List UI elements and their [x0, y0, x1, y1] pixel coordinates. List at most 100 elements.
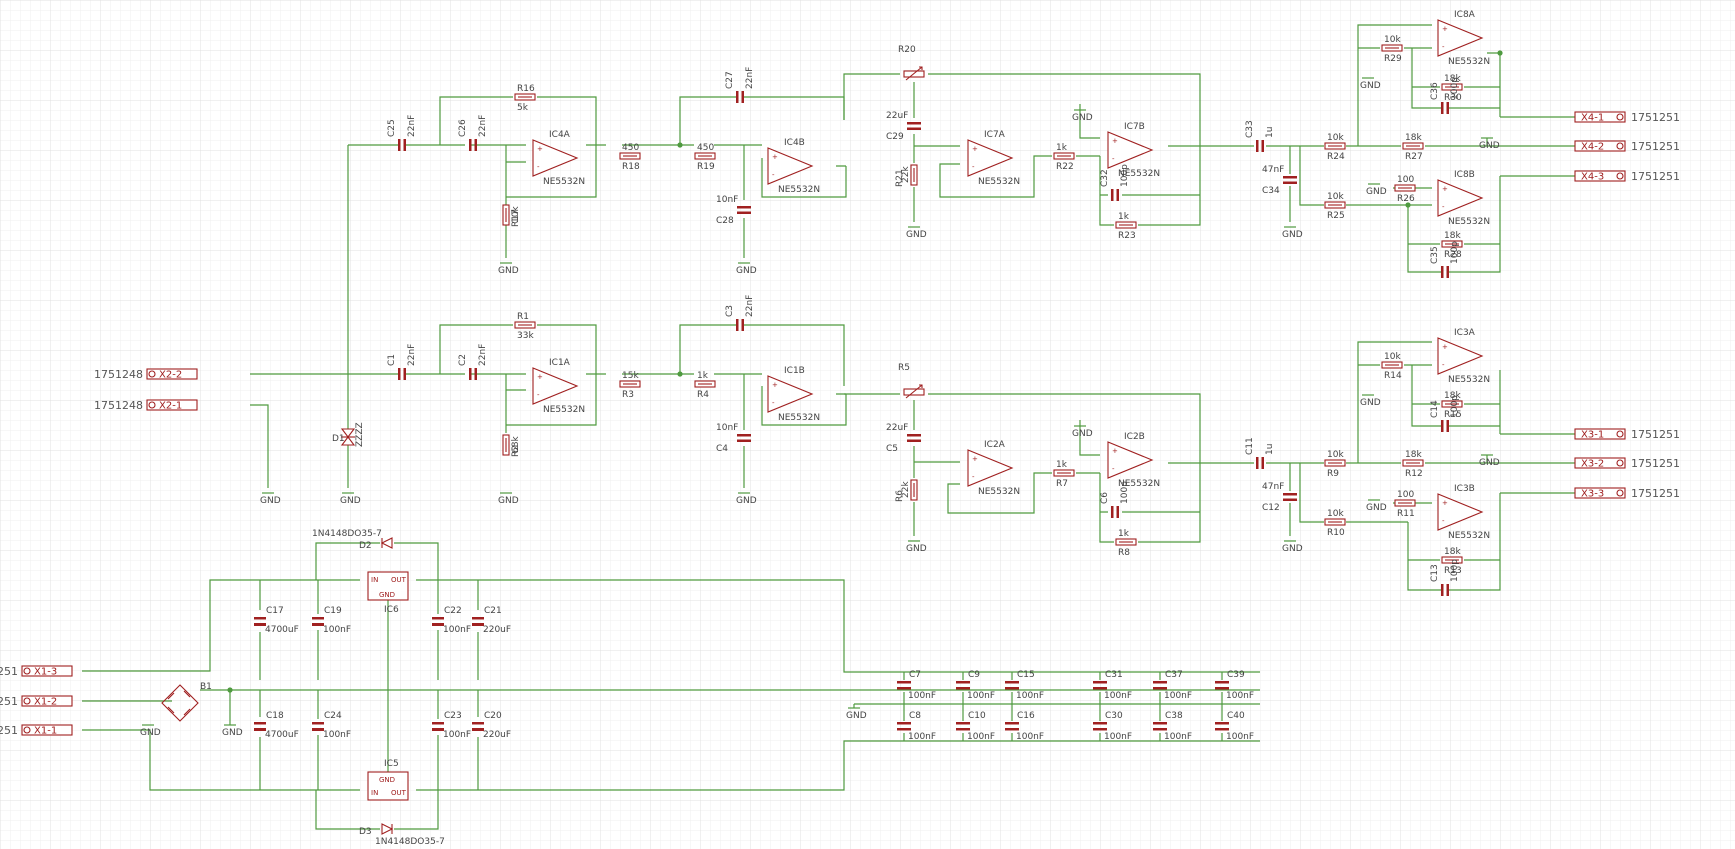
- capacitor-plate: [1441, 102, 1444, 114]
- resistor-value: 18k: [1405, 133, 1422, 143]
- resistor-value: 15k: [622, 371, 639, 381]
- opamp-minus-pin: -: [972, 473, 975, 481]
- diode-part: 1N4148DO35-7: [375, 837, 445, 847]
- ground-symbol: GND: [1360, 77, 1381, 91]
- resistor-name: R27: [1405, 152, 1423, 162]
- capacitor-plate: [1446, 266, 1449, 278]
- capacitor-plate: [1441, 266, 1444, 278]
- resistor-name: R15: [1444, 410, 1462, 420]
- capacitor-name: C9: [968, 670, 980, 680]
- capacitor-value: 100nF: [967, 691, 995, 701]
- bridge-diodes: [167, 690, 191, 716]
- capacitor-plate: [432, 722, 444, 725]
- ground-symbol: GND: [260, 492, 281, 506]
- capacitor-plate: [1005, 728, 1019, 731]
- capacitor-value: 4700uF: [265, 730, 299, 740]
- connector-body: [1574, 487, 1626, 499]
- wire: [82, 542, 1260, 830]
- opamp-name: IC8B: [1454, 170, 1475, 180]
- resistor-value: 10k: [1384, 35, 1401, 45]
- capacitor-plate: [1256, 140, 1259, 152]
- resistor-name: R26: [1397, 194, 1415, 204]
- capacitor-plate: [1116, 506, 1119, 518]
- capacitor-name: C38: [1165, 711, 1183, 721]
- diode-name: D2: [359, 541, 372, 551]
- ground-label: GND: [1072, 113, 1093, 123]
- capacitor-plate: [1093, 722, 1107, 725]
- capacitor-plate: [1261, 140, 1264, 152]
- resistor-value: 5k: [517, 103, 529, 113]
- capacitor-plate: [1283, 498, 1297, 501]
- capacitor-name: C23: [444, 711, 462, 721]
- capacitor-value: 100nF: [1226, 732, 1254, 742]
- connector-pin: [1616, 113, 1624, 121]
- resistor-value: 1k: [1056, 460, 1068, 470]
- resistor-name: R22: [1056, 162, 1074, 172]
- junctions: [227, 50, 1503, 693]
- capacitor-plate: [1111, 189, 1114, 201]
- connector-part: 1751251: [1631, 111, 1680, 124]
- capacitor-name: C27: [725, 71, 735, 89]
- wire: [913, 400, 1324, 543]
- capacitor-value: 10nF: [716, 195, 738, 205]
- capacitor-name: C22: [444, 606, 462, 616]
- capacitor-plate: [897, 728, 911, 731]
- capacitor-value: 220uF: [483, 730, 511, 740]
- ground-label: GND: [498, 496, 519, 506]
- resistor-value: 10k: [1327, 450, 1344, 460]
- opamp-minus-pin: -: [1112, 155, 1115, 163]
- connector-part: 1751251: [0, 665, 18, 678]
- junction-dot: [1497, 50, 1503, 56]
- capacitor-plate: [1441, 584, 1444, 596]
- opamp-name: IC4A: [549, 130, 571, 140]
- ground-symbol: GND: [340, 492, 361, 506]
- resistor-value: 1k: [697, 371, 709, 381]
- capacitor-plate: [907, 122, 921, 125]
- capacitor-value: 22nF: [745, 67, 755, 89]
- resistor-name: R14: [1384, 371, 1402, 381]
- capacitor-value: 22uF: [886, 111, 908, 121]
- capacitor-name: C10: [968, 711, 986, 721]
- connector-name: X3-2: [1581, 459, 1604, 470]
- capacitor-plate: [956, 681, 970, 684]
- opamp-type: NE5532N: [778, 413, 820, 423]
- regulator-body: [367, 771, 409, 801]
- ground-symbol: GND: [222, 724, 243, 738]
- regulator-pin-gnd: GND: [379, 591, 395, 599]
- opamp-type: NE5532N: [778, 185, 820, 195]
- capacitor-plate: [403, 139, 406, 151]
- capacitor-value: 100nF: [443, 625, 471, 635]
- opamp-symbol: [1107, 441, 1154, 479]
- capacitor-plate: [741, 319, 744, 331]
- capacitor-name: C24: [324, 711, 342, 721]
- regulator-pin-in: IN: [371, 576, 378, 584]
- capacitor-name: C30: [1105, 711, 1123, 721]
- wire: [250, 324, 847, 488]
- opamp-type: NE5532N: [1118, 169, 1160, 179]
- zener-bottom: [340, 436, 356, 446]
- wire: [913, 82, 1324, 226]
- capacitor-value: 100nF: [443, 730, 471, 740]
- capacitor-value: 100p: [1450, 77, 1460, 100]
- capacitor-c27: C27 22nF: [725, 67, 755, 103]
- capacitor-name: C31: [1105, 670, 1123, 680]
- resistor-value: 450: [622, 143, 639, 153]
- ground-symbol: GND: [1479, 454, 1500, 468]
